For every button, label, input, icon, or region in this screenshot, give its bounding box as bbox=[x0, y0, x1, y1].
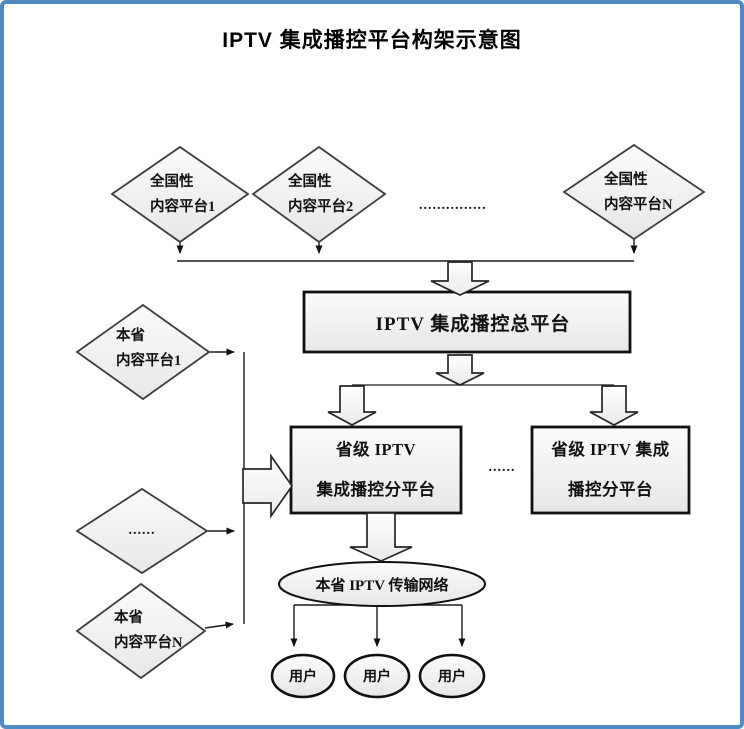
national-platform-n-diamond bbox=[562, 143, 706, 241]
national-platform-n-line1: 全国性 bbox=[604, 172, 648, 188]
local-platform-1-line1: 本省 bbox=[116, 328, 145, 344]
local-platform-dots-diamond bbox=[75, 487, 209, 575]
national-platform-2-line1: 全国性 bbox=[288, 174, 332, 190]
provincial-platform-1-label: 省级 IPTV 集成播控分平台 bbox=[291, 427, 461, 513]
national-platform-n-line2: 内容平台N bbox=[604, 197, 673, 213]
local-platform-1-diamond bbox=[75, 303, 211, 401]
local-platform-ellipsis: ...... bbox=[128, 523, 156, 538]
national-platform-2-diamond bbox=[251, 145, 387, 244]
user-2-label: 用户 bbox=[363, 670, 391, 685]
local-platform-1-label: 本省 内容平台1 bbox=[116, 324, 181, 374]
national-ellipsis: ............... bbox=[419, 198, 487, 213]
user-2-ellipse bbox=[343, 653, 411, 699]
block-arrow-into-central bbox=[430, 261, 490, 296]
transport-network-label: 本省 IPTV 传输网络 bbox=[315, 577, 449, 594]
national-platform-1-label: 全国性 内容平台1 bbox=[150, 170, 215, 220]
provincial-platform-2-line2: 播控分平台 bbox=[568, 480, 653, 499]
local-platform-n-diamond bbox=[75, 582, 207, 680]
local-platform-n-label: 本省 内容平台N bbox=[114, 606, 182, 656]
local-platform-n-line2: 内容平台N bbox=[114, 635, 183, 651]
local-platform-n-line1: 本省 bbox=[114, 610, 143, 626]
block-arrow-local-into-provincial bbox=[242, 453, 294, 519]
user-1-ellipse bbox=[270, 653, 336, 699]
central-platform-label: IPTV 集成播控总平台 bbox=[375, 313, 571, 335]
block-arrows bbox=[242, 261, 639, 562]
national-platform-2-line2: 内容平台2 bbox=[288, 199, 354, 215]
user-1-label: 用户 bbox=[289, 670, 317, 685]
block-arrow-into-provincial-1 bbox=[327, 385, 377, 426]
provincial-platform-2-line1: 省级 IPTV 集成 bbox=[551, 440, 670, 459]
user-3-label: 用户 bbox=[438, 670, 466, 685]
connector-local-n-right bbox=[204, 621, 234, 629]
provincial-platform-2-box bbox=[530, 425, 691, 515]
page-title: IPTV 集成播控平台构架示意图 bbox=[222, 29, 522, 52]
provincial-platform-1-box bbox=[289, 425, 463, 515]
central-platform-box bbox=[302, 290, 632, 354]
national-platform-n-label: 全国性 内容平台N bbox=[604, 168, 672, 218]
block-arrow-central-to-split bbox=[435, 354, 485, 386]
block-arrow-into-provincial-2 bbox=[589, 385, 639, 426]
provincial-platform-1-line1: 省级 IPTV bbox=[335, 440, 417, 459]
provincial-platform-1-line2: 集成播控分平台 bbox=[316, 480, 436, 499]
node-shapes bbox=[75, 143, 706, 699]
provincial-platform-2-label: 省级 IPTV 集成 播控分平台 bbox=[532, 427, 689, 513]
national-platform-1-line2: 内容平台1 bbox=[150, 199, 216, 215]
national-platform-1-diamond bbox=[110, 145, 250, 244]
local-platform-1-line2: 内容平台1 bbox=[116, 353, 182, 369]
national-platform-1-line1: 全国性 bbox=[150, 174, 194, 190]
provincial-ellipsis: ...... bbox=[488, 460, 516, 475]
diagram-canvas bbox=[75, 143, 706, 699]
block-arrow-into-network bbox=[349, 512, 413, 562]
user-3-ellipse bbox=[418, 653, 486, 699]
national-platform-2-label: 全国性 内容平台2 bbox=[288, 170, 353, 220]
transport-network-ellipse bbox=[278, 561, 486, 607]
